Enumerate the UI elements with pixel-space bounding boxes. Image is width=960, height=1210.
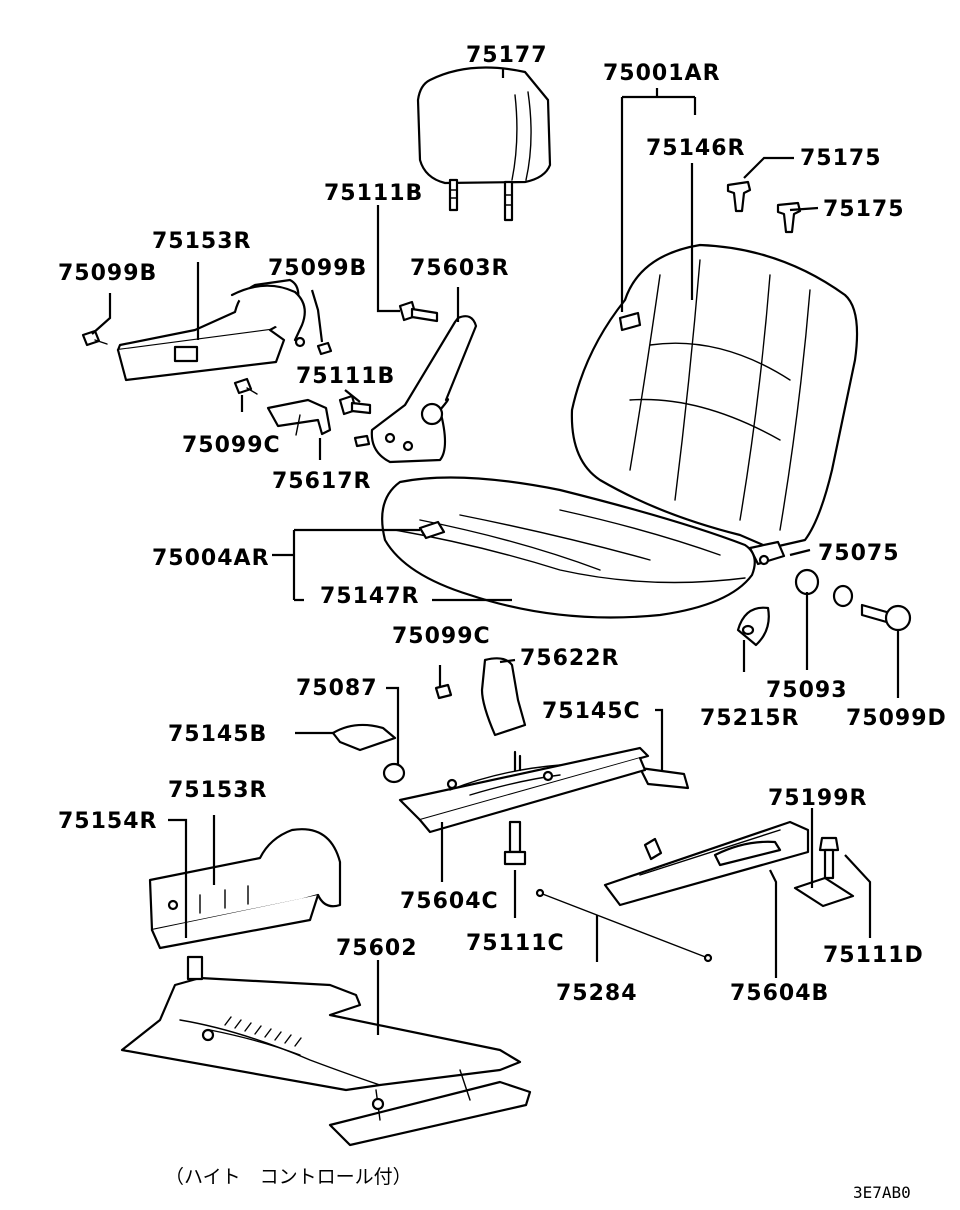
- part-number-75177: 75177: [466, 43, 548, 68]
- bracket-drawing: [266, 398, 332, 436]
- part-number-75087: 75087: [296, 676, 378, 701]
- leader-lines: [91, 68, 900, 1035]
- part-number-75111b-b: 75111B: [296, 364, 395, 389]
- part-number-75154r: 75154R: [58, 809, 157, 834]
- height-control-note: （ハイト コントロール付）: [165, 1166, 412, 1188]
- part-number-75111c: 75111C: [466, 931, 565, 956]
- middle-small-parts: [331, 657, 690, 790]
- rail-75604c-drawing: [398, 746, 650, 834]
- part-number-75153r-a: 75153R: [152, 229, 251, 254]
- headrest-drawing: [416, 66, 552, 222]
- part-number-75215r: 75215R: [700, 706, 799, 731]
- part-number-75602: 75602: [336, 936, 418, 961]
- part-number-75284: 75284: [556, 981, 638, 1006]
- part-number-75617r: 75617R: [272, 469, 371, 494]
- part-number-75099c-a: 75099C: [182, 433, 281, 458]
- small-fasteners-upper: [81, 300, 439, 416]
- part-number-75093: 75093: [766, 678, 848, 703]
- spring-75284-drawing: [535, 888, 713, 963]
- part-number-75175-b: 75175: [823, 197, 905, 222]
- part-number-75099c-b: 75099C: [392, 624, 491, 649]
- part-number-75604b: 75604B: [730, 981, 829, 1006]
- part-number-75153r-b: 75153R: [168, 778, 267, 803]
- part-number-75147r: 75147R: [320, 584, 419, 609]
- part-number-75075: 75075: [818, 541, 900, 566]
- part-number-75145c: 75145C: [542, 699, 641, 724]
- part-number-75175-a: 75175: [800, 146, 882, 171]
- pivot-parts-drawing: [736, 568, 912, 647]
- bracket-75199r-drawing: [793, 836, 855, 908]
- part-number-75099b-a: 75099B: [58, 261, 157, 286]
- part-number-75604c: 75604C: [400, 889, 499, 914]
- trim-cover-lower-drawing: [148, 828, 342, 950]
- part-number-75099b-b: 75099B: [268, 256, 367, 281]
- part-number-75111b-a: 75111B: [324, 181, 423, 206]
- hinge-drawing: [353, 315, 478, 464]
- trim-cover-upper-drawing: [116, 278, 306, 382]
- rail-75604b-drawing: [603, 820, 810, 907]
- part-labels: 75177 75001AR 75146R 75175 75175 75111B …: [58, 43, 947, 1006]
- seat-cushion-drawing: [381, 476, 756, 619]
- part-number-75001ar: 75001AR: [603, 61, 721, 86]
- clip-drawings: [726, 180, 802, 234]
- part-number-75199r: 75199R: [768, 786, 867, 811]
- part-number-75146r: 75146R: [646, 136, 745, 161]
- part-number-75099d: 75099D: [846, 706, 947, 731]
- part-number-75111d: 75111D: [823, 943, 924, 968]
- seat-frame-75602-drawing: [120, 955, 532, 1147]
- part-number-75603r: 75603R: [410, 256, 509, 281]
- diagram-code: 3E7AB0: [853, 1183, 911, 1202]
- part-number-75622r: 75622R: [520, 646, 619, 671]
- part-number-75004ar: 75004AR: [152, 546, 270, 571]
- bolt-75111c-drawing: [503, 820, 527, 866]
- part-number-75145b: 75145B: [168, 722, 267, 747]
